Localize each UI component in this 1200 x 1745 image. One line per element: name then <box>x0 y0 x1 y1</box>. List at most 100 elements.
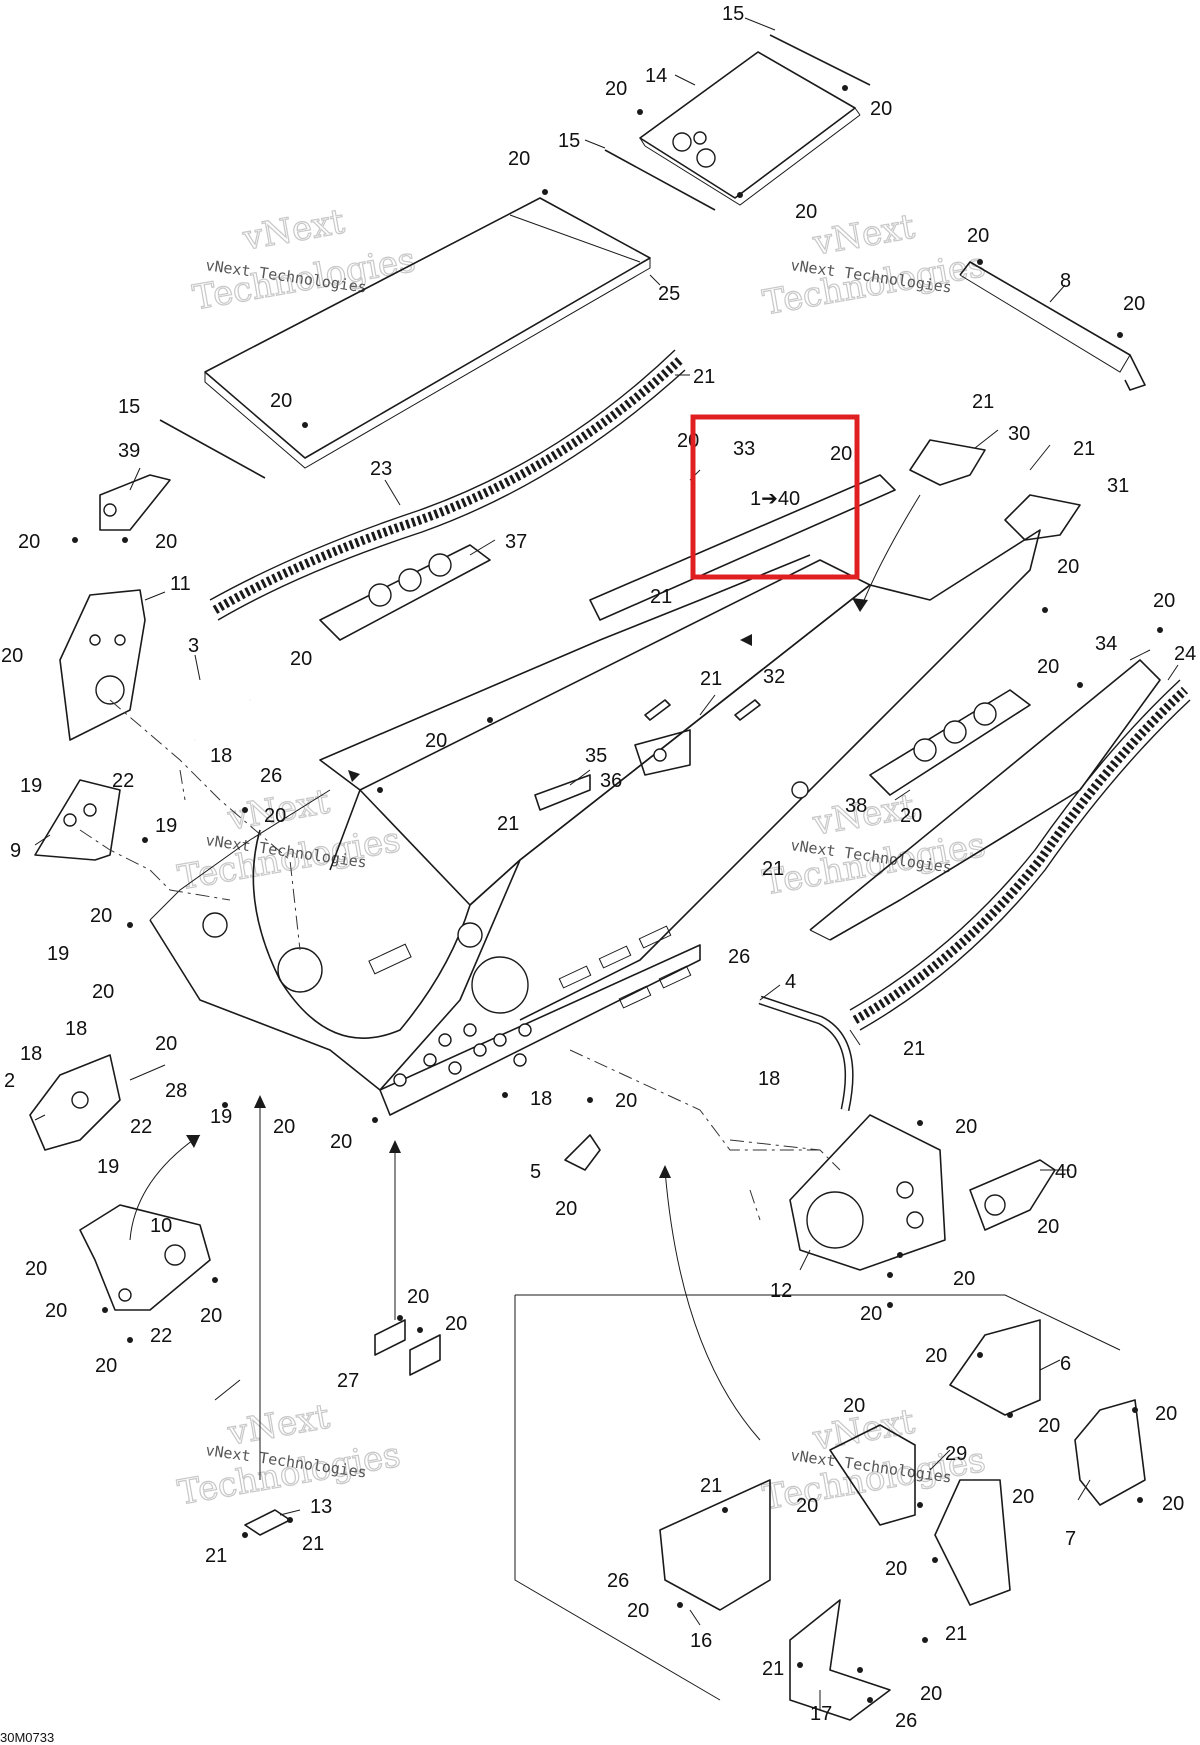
callout-20: 20 <box>677 430 699 452</box>
part-4-tube <box>758 995 854 1111</box>
callout-30: 30 <box>1008 423 1030 445</box>
callout-20: 20 <box>508 148 530 170</box>
callout-20: 20 <box>155 1033 177 1055</box>
callout-21: 21 <box>693 366 715 388</box>
part-23-rail <box>209 349 686 621</box>
callout-27: 27 <box>337 1370 359 1392</box>
callout-40: 40 <box>1055 1161 1077 1183</box>
callout-labels: 15 14 20 20 15 20 20 25 20 8 20 21 15 20… <box>1 3 1196 1732</box>
callout-20: 20 <box>45 1300 67 1322</box>
part-11-plate <box>59 589 146 741</box>
callout-20: 20 <box>925 1345 947 1367</box>
callout-20: 20 <box>1037 1216 1059 1238</box>
callout-20: 20 <box>25 1258 47 1280</box>
part-34-side-rail <box>809 659 1161 941</box>
callout-18: 18 <box>20 1043 42 1065</box>
bolts <box>72 85 1163 1703</box>
callout-19: 19 <box>20 775 42 797</box>
part-24-rail <box>849 679 1191 1031</box>
callout-20: 20 <box>1057 556 1079 578</box>
callout-21: 21 <box>700 668 722 690</box>
callout-22: 22 <box>130 1116 152 1138</box>
callout-34: 34 <box>1095 633 1117 655</box>
assembly-lines <box>79 494 1121 1701</box>
callout-21: 21 <box>903 1038 925 1060</box>
callout-20: 20 <box>1162 1493 1184 1515</box>
part-25-long-panel <box>204 197 651 469</box>
part-30-bracket <box>909 439 986 486</box>
part-12-plate <box>789 1114 946 1271</box>
callout-20: 20 <box>843 1395 865 1417</box>
part-33-strip <box>589 469 896 621</box>
callout-19: 19 <box>47 943 69 965</box>
callout-11: 11 <box>170 573 191 595</box>
callout-3: 3 <box>188 635 199 657</box>
callout-20: 20 <box>796 1495 818 1517</box>
callout-20: 20 <box>953 1268 975 1290</box>
callout-15: 15 <box>118 396 140 418</box>
callout-21: 21 <box>1073 438 1095 460</box>
callout-20: 20 <box>92 981 114 1003</box>
part-15-strips <box>159 34 871 479</box>
callout-20: 20 <box>1 645 23 667</box>
callout-10: 10 <box>150 1215 172 1237</box>
callout-19: 19 <box>97 1156 119 1178</box>
callout-22: 22 <box>112 770 134 792</box>
callout-38: 38 <box>845 795 867 817</box>
callout-21: 21 <box>945 1623 967 1645</box>
callout-36: 36 <box>600 770 622 792</box>
callout-26: 26 <box>607 1570 629 1592</box>
callout-19: 19 <box>155 815 177 837</box>
callout-12: 12 <box>770 1280 792 1302</box>
arrowheads <box>186 598 868 1178</box>
callout-15: 15 <box>722 3 744 25</box>
callout-8: 8 <box>1060 270 1071 292</box>
callout-2: 2 <box>4 1070 15 1092</box>
callout-21: 21 <box>972 391 994 413</box>
callout-20: 20 <box>967 225 989 247</box>
callout-9: 9 <box>10 840 21 862</box>
highlight-note: 1➔40 <box>750 488 800 510</box>
callout-20: 20 <box>425 730 447 752</box>
part-10-bracket <box>79 1204 211 1311</box>
callout-20: 20 <box>627 1600 649 1622</box>
callout-20: 20 <box>1153 590 1175 612</box>
highlight-region: 1➔40 <box>690 414 860 580</box>
callout-19: 19 <box>210 1106 232 1128</box>
callout-26: 26 <box>260 765 282 787</box>
callout-20: 20 <box>555 1198 577 1220</box>
callout-20: 20 <box>860 1303 882 1325</box>
callout-20: 20 <box>90 905 112 927</box>
callout-20: 20 <box>445 1313 467 1335</box>
callout-20: 20 <box>200 1305 222 1327</box>
part-14-cover-plate <box>639 51 861 206</box>
callout-18: 18 <box>530 1088 552 1110</box>
callout-20: 20 <box>885 1558 907 1580</box>
part-2-bracket <box>29 1054 121 1151</box>
callout-14: 14 <box>645 65 667 87</box>
part-9-bracket <box>34 779 121 861</box>
callout-21: 21 <box>497 813 519 835</box>
callout-15: 15 <box>558 130 580 152</box>
diagram-code: 30M0733 <box>0 1730 54 1745</box>
callout-20: 20 <box>18 531 40 553</box>
callout-26: 26 <box>728 946 750 968</box>
callout-20: 20 <box>273 1116 295 1138</box>
callout-25: 25 <box>658 283 680 305</box>
leader-lines <box>34 17 1179 1710</box>
callout-20: 20 <box>264 805 286 827</box>
part-3-tube <box>186 677 251 741</box>
callout-20: 20 <box>330 1131 352 1153</box>
callout-20: 20 <box>955 1116 977 1138</box>
callout-22: 22 <box>150 1325 172 1347</box>
callout-20: 20 <box>605 78 627 100</box>
callout-20: 20 <box>290 648 312 670</box>
callout-20: 20 <box>1037 656 1059 678</box>
callout-20: 20 <box>95 1355 117 1377</box>
callout-31: 31 <box>1107 475 1129 497</box>
callout-5: 5 <box>530 1161 541 1183</box>
highlight-box <box>690 414 860 580</box>
callout-20: 20 <box>270 390 292 412</box>
callout-20: 20 <box>615 1090 637 1112</box>
